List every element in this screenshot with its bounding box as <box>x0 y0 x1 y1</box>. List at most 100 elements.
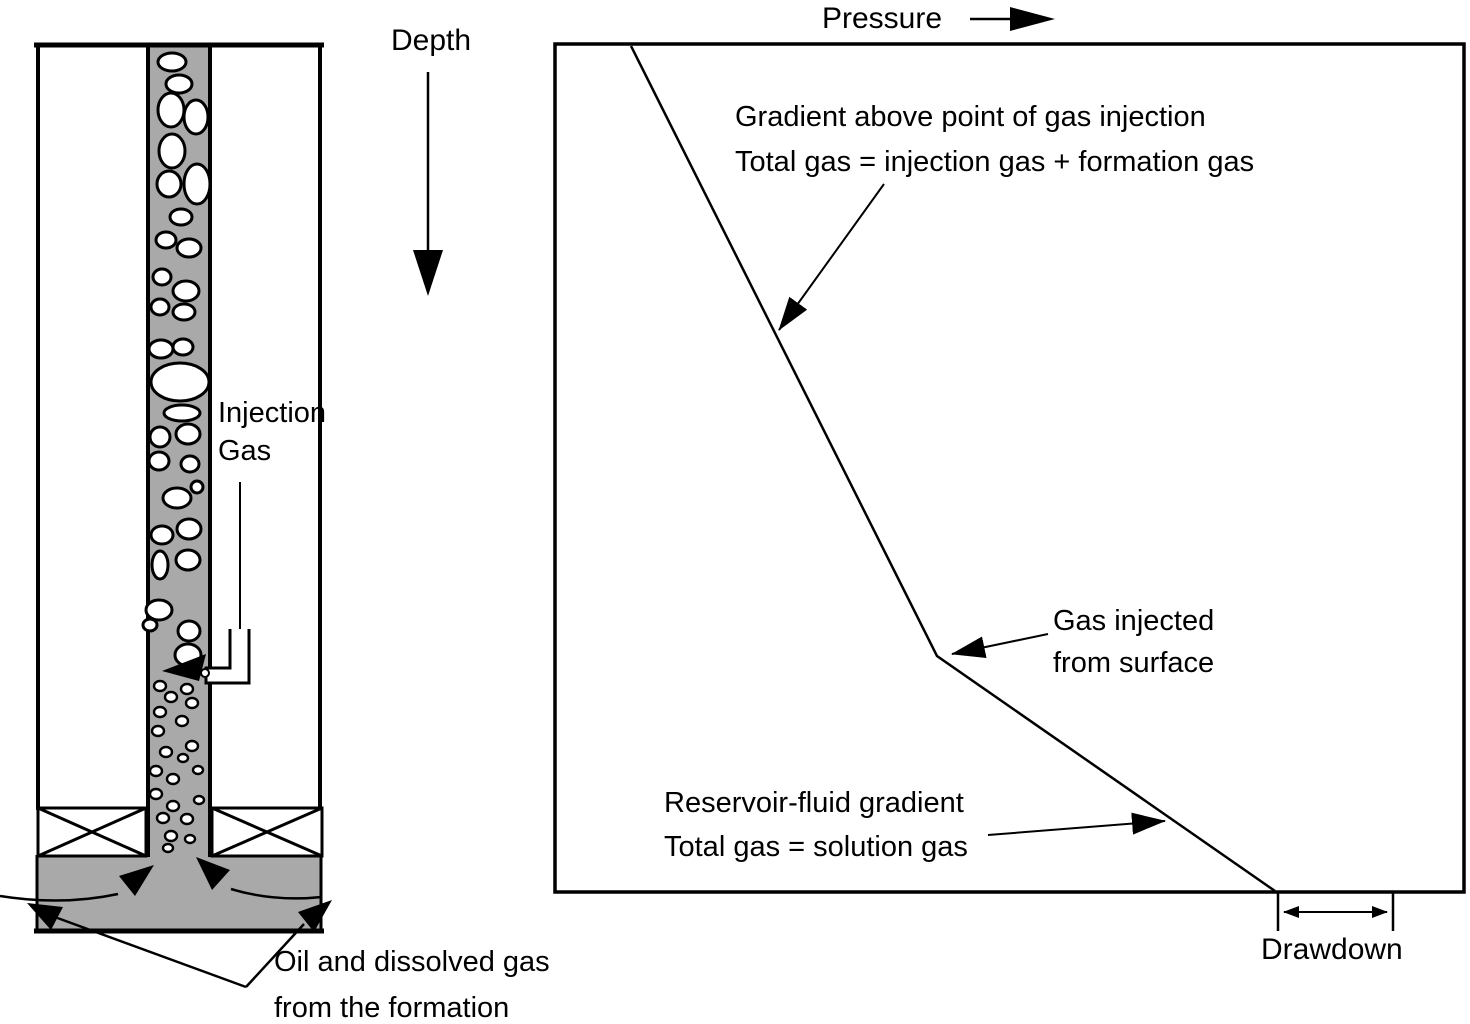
gas-bubble <box>163 829 179 843</box>
oil-formation-annotation: Oil and dissolved gas from the formation <box>274 939 550 1024</box>
gas-bubble <box>141 617 159 633</box>
gas-bubble <box>156 91 186 129</box>
gas-bubble <box>183 833 197 845</box>
gas-bubble <box>200 668 210 678</box>
gas-bubble <box>144 598 174 622</box>
depth-arrow-head-icon <box>413 250 443 296</box>
gas-bubble <box>158 745 174 759</box>
gas-bubble <box>182 98 210 136</box>
inflow-line-right <box>230 887 323 900</box>
reservoir-gradient-annotation-line2: Total gas = solution gas <box>664 831 968 863</box>
gas-bubble <box>149 361 211 403</box>
gas-bubble <box>161 842 175 854</box>
gas-bubble <box>171 279 201 303</box>
gas-bubble <box>171 337 195 357</box>
gas-bubble <box>168 207 194 227</box>
gas-bubble <box>192 794 206 806</box>
inflow-line-left <box>0 892 119 902</box>
gas-bubble <box>149 297 171 317</box>
gas-injected-annotation: Gas injected from surface <box>1053 600 1214 684</box>
drawdown-dimension <box>1276 892 1395 931</box>
gas-bubble <box>152 705 168 719</box>
gas-bubble <box>171 302 197 322</box>
pressure-axis-label: Pressure <box>822 2 943 35</box>
gas-bubble <box>147 450 171 472</box>
gas-bubble <box>191 764 205 776</box>
gas-bubble <box>175 517 203 541</box>
gas-bubble <box>174 548 202 572</box>
packer-left <box>36 806 148 858</box>
gas-bubble <box>176 752 190 764</box>
oil-formation-annotation-line1: Oil and dissolved gas <box>274 946 550 978</box>
gas-bubble <box>148 425 172 449</box>
pressure-arrow-head-icon <box>1010 7 1055 31</box>
gas-lift-valve-elbow <box>204 629 251 685</box>
pressure-depth-graph <box>553 42 1466 931</box>
gas-bubble <box>184 739 200 753</box>
gas-bubble <box>179 454 201 474</box>
gas-bubble <box>150 724 166 738</box>
gas-bubble <box>147 338 175 360</box>
gas-injected-leader-arrow <box>951 633 1049 659</box>
gradient-above-annotation-line2: Total gas = injection gas + formation ga… <box>735 146 1255 178</box>
gas-bubble <box>176 619 202 643</box>
gradient-above-annotation: Gradient above point of gas injection To… <box>735 95 1254 185</box>
gas-bubble <box>150 549 170 581</box>
gradient-above-leader-arrow <box>778 183 885 331</box>
pressure-axis-arrow <box>970 7 1055 31</box>
graph-frame <box>553 42 1466 894</box>
injection-gas-label-line2: Gas <box>218 435 272 467</box>
injection-gas-label: Injection Gas <box>218 394 326 470</box>
packer-right <box>210 806 324 858</box>
gradient-above-annotation-line1: Gradient above point of gas injection <box>735 101 1206 133</box>
gas-bubble <box>165 799 181 813</box>
packer-left-diagonal <box>37 806 147 858</box>
gas-bubble <box>152 679 168 693</box>
gas-bubbles-small <box>148 679 206 854</box>
gas-bubbles-large <box>141 51 212 668</box>
gas-bubble <box>174 422 202 446</box>
reservoir-gradient-leader-arrow <box>987 812 1166 836</box>
oil-label-leader-right <box>245 923 305 988</box>
formation-fluid-sump <box>38 855 321 931</box>
gas-bubble <box>155 169 183 199</box>
injection-flow-arrow-icon <box>162 654 206 681</box>
gas-bubble <box>163 690 179 704</box>
gas-bubble <box>179 682 195 696</box>
packer-right-diagonal <box>211 806 323 858</box>
gas-bubble <box>148 764 164 778</box>
depth-axis-label: Depth <box>391 24 472 57</box>
drawdown-label: Drawdown <box>1261 933 1403 966</box>
gas-bubble <box>165 772 181 786</box>
gas-injected-annotation-line1: Gas injected <box>1053 605 1215 637</box>
gas-bubble <box>175 237 203 259</box>
reservoir-gradient-annotation: Reservoir-fluid gradient Total gas = sol… <box>664 781 968 869</box>
gas-bubble <box>184 696 200 710</box>
gas-bubble <box>164 73 194 95</box>
gas-bubble <box>161 486 193 510</box>
reservoir-gradient-annotation-line1: Reservoir-fluid gradient <box>664 787 964 819</box>
gas-bubble <box>162 403 202 423</box>
gas-bubble <box>174 714 190 728</box>
gas-bubble <box>157 132 187 170</box>
gas-bubble <box>189 479 205 495</box>
oil-formation-annotation-line2: from the formation <box>274 992 510 1024</box>
gas-bubble <box>155 811 171 825</box>
oil-leader-arrow-right-icon <box>298 900 332 932</box>
gas-bubble <box>148 787 164 801</box>
oil-label-leader-left <box>51 914 247 989</box>
inflow-arrow-left-icon <box>119 865 154 896</box>
depth-axis-arrow <box>413 72 443 296</box>
injection-gas-label-line1: Injection <box>218 397 327 429</box>
gas-bubble <box>154 230 178 250</box>
gas-bubble <box>179 812 195 826</box>
wellbore-schematic <box>0 42 332 989</box>
oil-leader-arrow-left-icon <box>27 903 63 930</box>
gas-bubble <box>182 162 212 206</box>
inflow-arrow-right-icon <box>196 857 230 890</box>
gas-bubble <box>149 524 175 546</box>
gas-bubble <box>156 51 188 73</box>
gas-injected-annotation-line2: from surface <box>1053 647 1215 679</box>
